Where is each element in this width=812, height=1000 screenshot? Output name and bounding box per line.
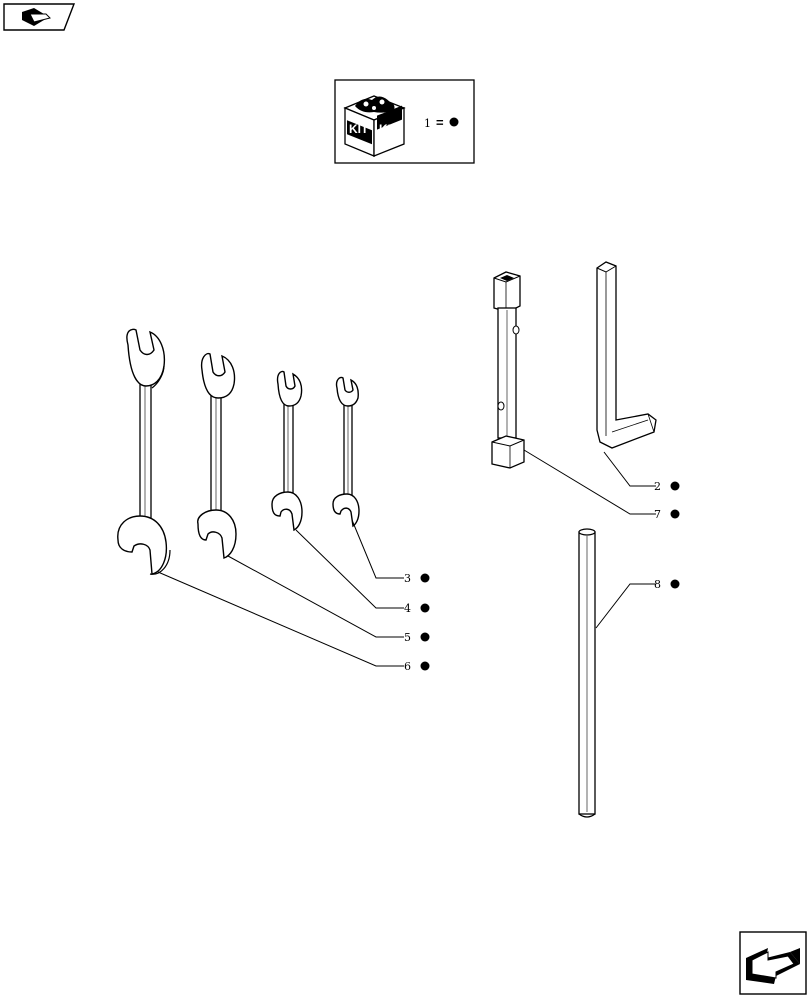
book-page-icon	[22, 8, 51, 26]
callout-label-5: 5	[404, 631, 411, 644]
kit-marker-dot	[449, 117, 459, 127]
leader-2	[603, 451, 656, 487]
callout-marker-7	[670, 509, 680, 519]
leader-8	[595, 583, 656, 629]
leader-lines	[157, 449, 656, 667]
next-page-arrow-icon	[746, 948, 800, 984]
wrench-4[interactable]	[271, 370, 303, 532]
legend-item-number: 1	[424, 117, 431, 130]
callout-label-3: 3	[404, 572, 411, 585]
callout-marker-2	[670, 481, 680, 491]
callouts: 2 7 8 3 4 5 6	[404, 480, 680, 673]
callout-label-8: 8	[654, 578, 661, 591]
callout-label-2: 2	[654, 480, 661, 493]
leader-3	[351, 519, 404, 579]
leader-6	[157, 571, 404, 667]
leader-7	[523, 449, 656, 515]
kit-legend: KIT KIT 1 =	[334, 79, 475, 164]
legend-equals: =	[436, 115, 444, 130]
leader-4	[295, 529, 404, 609]
callout-marker-3	[420, 573, 430, 583]
callout-marker-5	[420, 632, 430, 642]
callout-label-4: 4	[404, 602, 411, 615]
tube-socket-wrench-7[interactable]	[491, 271, 525, 469]
top-nav-tab[interactable]	[3, 3, 76, 31]
next-page-button[interactable]	[739, 931, 807, 995]
kit-label-right: KIT	[379, 122, 399, 136]
wrench-3[interactable]	[332, 376, 360, 528]
callout-marker-4	[420, 603, 430, 613]
callout-label-6: 6	[404, 660, 411, 673]
kit-label-left: KIT	[349, 122, 369, 136]
leader-5	[227, 555, 404, 638]
wrench-6[interactable]	[117, 328, 171, 575]
kit-box-icon: KIT KIT	[343, 95, 406, 157]
callout-label-7: 7	[654, 508, 661, 521]
callout-marker-6	[420, 661, 430, 671]
callout-marker-8	[670, 579, 680, 589]
rod-8[interactable]	[578, 528, 596, 818]
hex-l-key-2[interactable]	[596, 261, 657, 449]
wrench-5[interactable]	[197, 352, 237, 559]
